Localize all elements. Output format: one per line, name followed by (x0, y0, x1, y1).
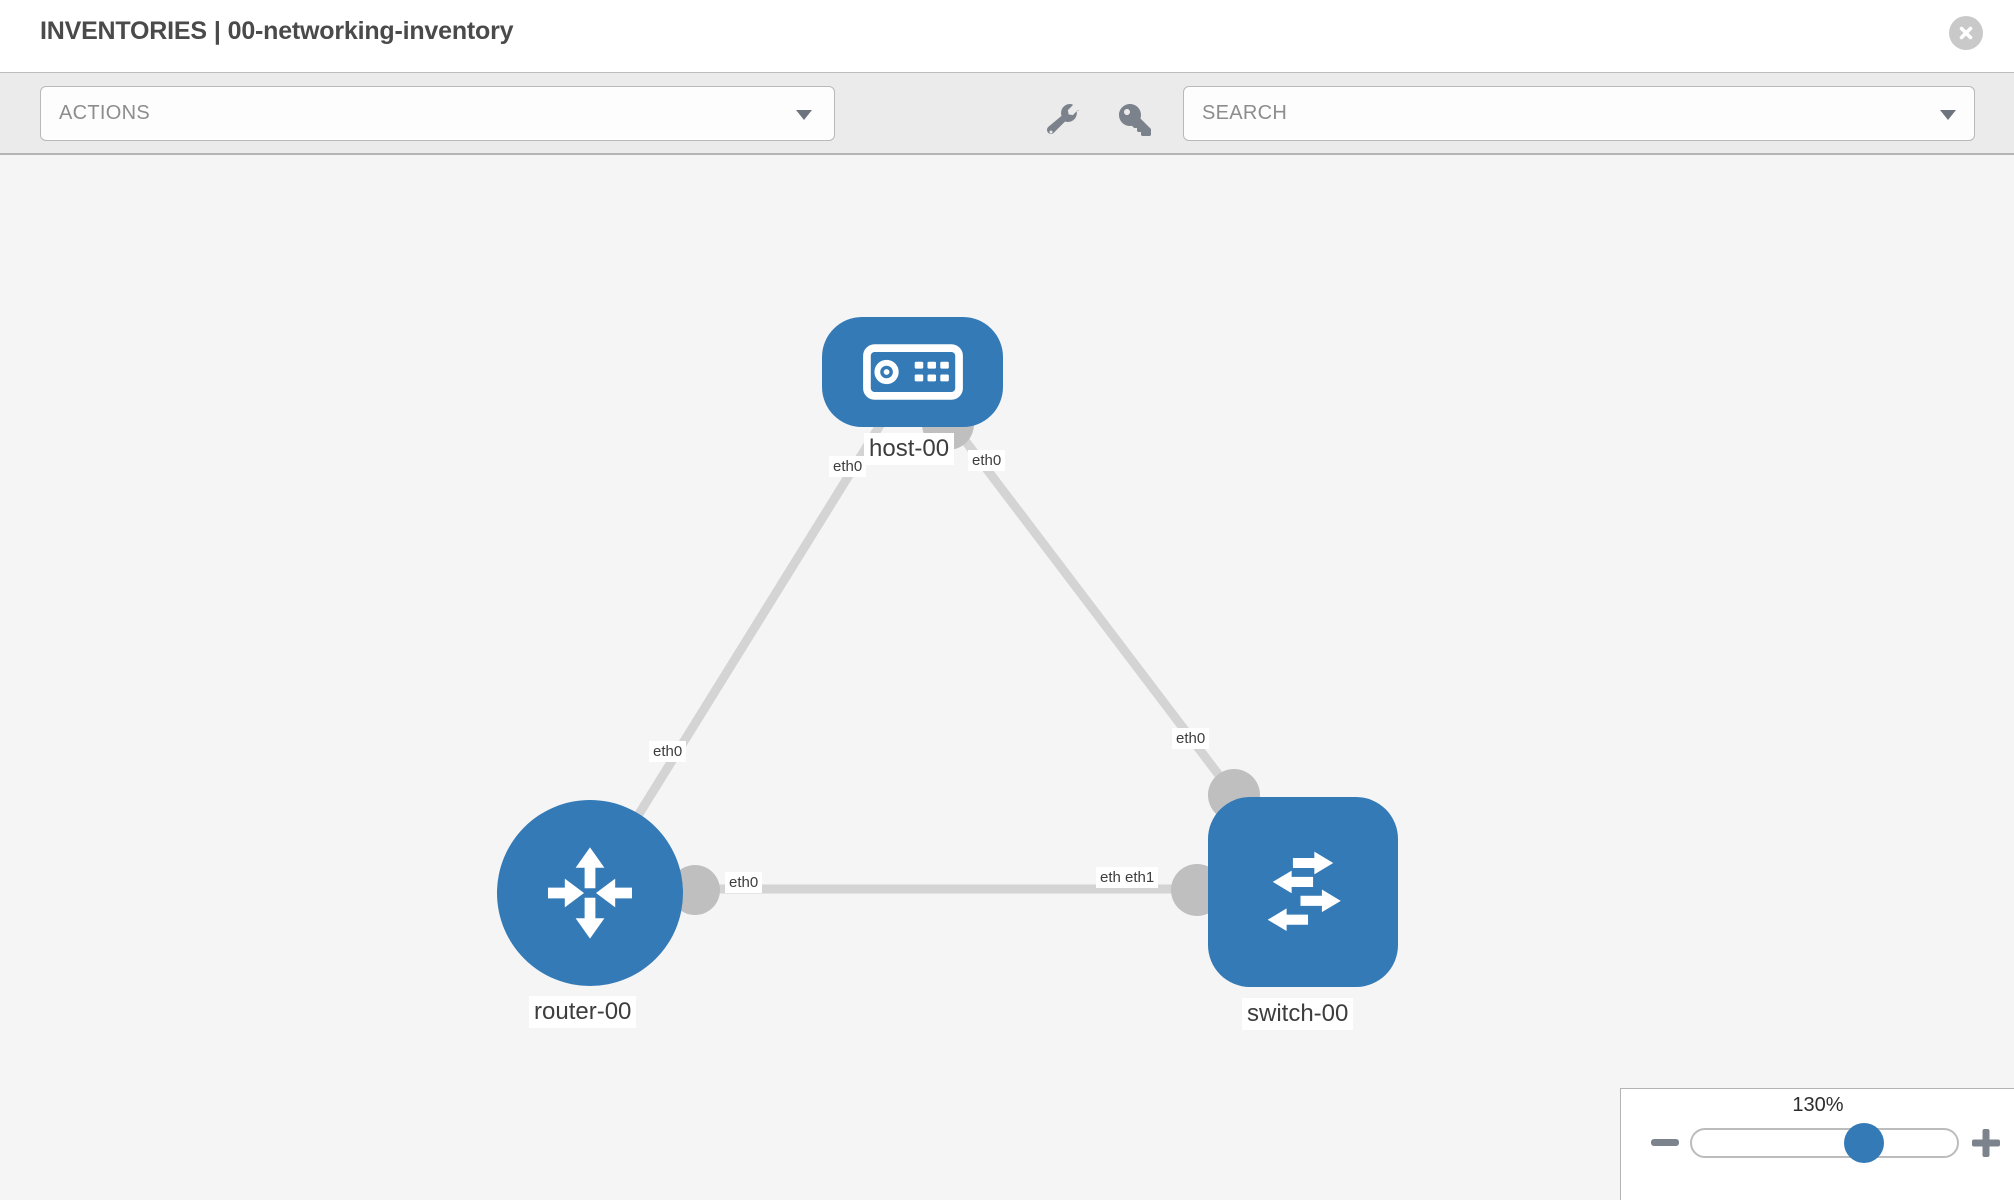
actions-dropdown-label: ACTIONS (59, 102, 150, 124)
title-separator: | (213, 17, 221, 45)
page-title: INVENTORIES|00-networking-inventory (40, 17, 514, 46)
header: INVENTORIES|00-networking-inventory (0, 0, 2014, 72)
key-icon (1119, 104, 1151, 136)
wrench-icon (1047, 104, 1079, 134)
interface-label: eth0 (829, 456, 867, 478)
switch-icon (1267, 851, 1341, 932)
zoom-in-button[interactable] (1972, 1129, 2000, 1157)
zoom-control-panel: 130% (1620, 1088, 2014, 1200)
node-host-00[interactable] (822, 317, 1003, 427)
toolbar: ACTIONS SEARCH (0, 72, 2014, 155)
title-inventory-name: 00-networking-inventory (227, 17, 514, 45)
zoom-level-value: 130% (1792, 1094, 1844, 1116)
configure-button[interactable] (1046, 103, 1080, 137)
node-switch-00[interactable] (1208, 797, 1398, 987)
key-button[interactable] (1118, 103, 1152, 137)
search-placeholder: SEARCH (1202, 102, 1288, 124)
actions-dropdown[interactable]: ACTIONS (40, 86, 835, 141)
interface-label: eth0 (968, 450, 1006, 472)
link-host-switch (909, 369, 1238, 798)
close-button[interactable] (1949, 16, 1983, 50)
interface-label: eth0 (649, 741, 687, 763)
node-label-switch: switch-00 (1242, 998, 1354, 1030)
router-icon (548, 847, 632, 939)
node-router-00[interactable] (497, 800, 683, 986)
plus-icon (1972, 1129, 2000, 1157)
close-icon (1959, 26, 1973, 40)
topology-links-layer (586, 369, 1260, 916)
chevron-down-icon (1940, 110, 1956, 120)
search-dropdown[interactable]: SEARCH (1183, 86, 1975, 141)
host-icon (862, 344, 963, 400)
topology-canvas[interactable]: host-00 eth0 eth0 eth0 eth0 eth0 eth0 et… (0, 155, 2014, 1200)
node-label-host: host-00 (864, 433, 955, 465)
chevron-down-icon (796, 110, 812, 120)
interface-label: eth1 (1121, 867, 1159, 889)
title-section: INVENTORIES (40, 17, 207, 45)
zoom-slider-handle[interactable] (1844, 1123, 1884, 1163)
zoom-slider-track[interactable] (1690, 1128, 1959, 1158)
zoom-out-button[interactable] (1651, 1139, 1679, 1146)
interface-label: eth0 (1172, 728, 1210, 750)
interface-label: eth0 (725, 872, 763, 894)
node-label-router: router-00 (529, 996, 637, 1028)
